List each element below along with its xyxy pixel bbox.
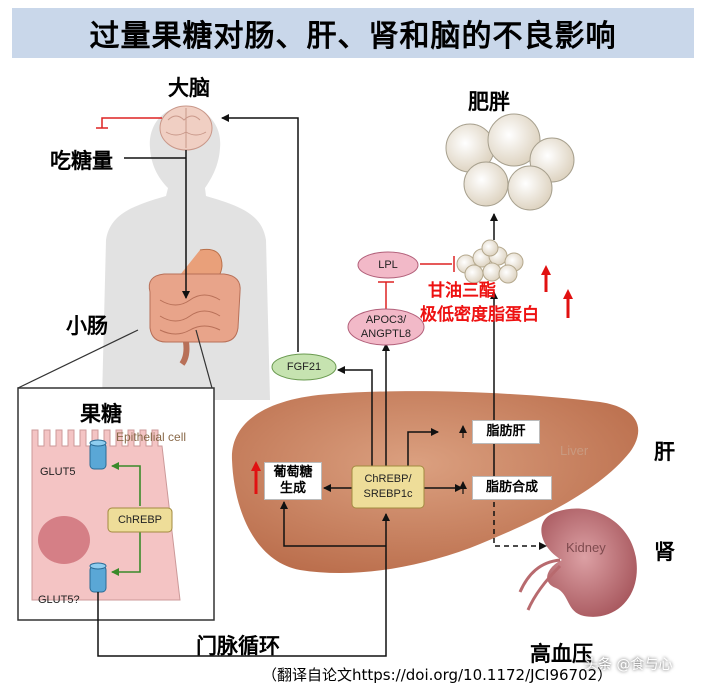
fgf21-text: FGF21 (286, 360, 322, 373)
obesity-fat-cluster (445, 113, 575, 211)
liver-cn-label: 肝 (654, 440, 675, 464)
hypertension-label: 高血压 (530, 642, 593, 666)
chrebp-cell-node (107, 507, 173, 533)
glut5-q-label: GLUT5? (38, 594, 80, 606)
gluconeogenesis-box: 葡萄糖 生成 (264, 462, 322, 500)
gluconeogenesis-text-2: 生成 (279, 481, 306, 496)
triglyceride-droplets (456, 239, 524, 284)
lpl-node (357, 251, 419, 279)
apoc3-text-1: APOC3/ (365, 313, 407, 326)
portal-vein-label: 门脉循环 (196, 634, 280, 658)
lpl-text: LPL (378, 258, 398, 271)
fructose-label: 果糖 (80, 402, 122, 426)
apoc3-text-2: ANGPTL8 (360, 327, 412, 340)
vldl-label: 极低密度脂蛋白 (420, 305, 539, 325)
apoc3-node (347, 308, 425, 346)
chrebp-cell-text: ChREBP (117, 513, 163, 526)
inhibition-lines (378, 256, 455, 310)
obesity-label: 肥胖 (468, 90, 510, 114)
pathway-arrows (96, 114, 547, 657)
small-intestine-label: 小肠 (66, 314, 108, 338)
glut5-top-icon (89, 439, 107, 470)
kidney-cn-label: 肾 (654, 540, 675, 564)
fatty-liver-box: 脂肪肝 (472, 420, 540, 444)
chrebp-liver-text-1: ChREBP/ (364, 472, 412, 485)
brain-label: 大脑 (168, 76, 210, 100)
kidney-vessels (518, 558, 562, 611)
chrebp-liver-node (351, 465, 425, 509)
watermark: 头条 @食与心 (584, 657, 673, 673)
liver-en-label: Liver (560, 443, 589, 458)
source-citation: （翻译自论文https://doi.org/10.1172/JCI96702） (262, 666, 613, 684)
zoom-callout-lines (17, 329, 213, 389)
gut-illustration (148, 248, 241, 366)
glut5-label: GLUT5 (40, 466, 76, 478)
triglyceride-label: 甘油三酯 (428, 281, 496, 301)
sugar-intake-label: 吃糖量 (50, 149, 113, 173)
gluconeogenesis-text-1: 葡萄糖 (273, 464, 313, 480)
page-title: 过量果糖对肠、肝、肾和脑的不良影响 (12, 8, 694, 58)
brain-illustration (159, 105, 213, 151)
epithelial-cell (31, 429, 181, 601)
kidney-en-label: Kidney (566, 540, 606, 555)
glut5-bottom-icon (89, 562, 107, 593)
red-increase-arrows (251, 265, 573, 494)
lipogenesis-box: 脂肪合成 (472, 476, 552, 500)
chrebp-regulation-arrows (111, 462, 141, 576)
fgf21-node (271, 353, 337, 381)
kidney-illustration (541, 508, 637, 617)
chrebp-liver-text-2: SREBP1c (363, 487, 413, 500)
epithelial-cell-label: Epithelial cell (116, 430, 187, 444)
